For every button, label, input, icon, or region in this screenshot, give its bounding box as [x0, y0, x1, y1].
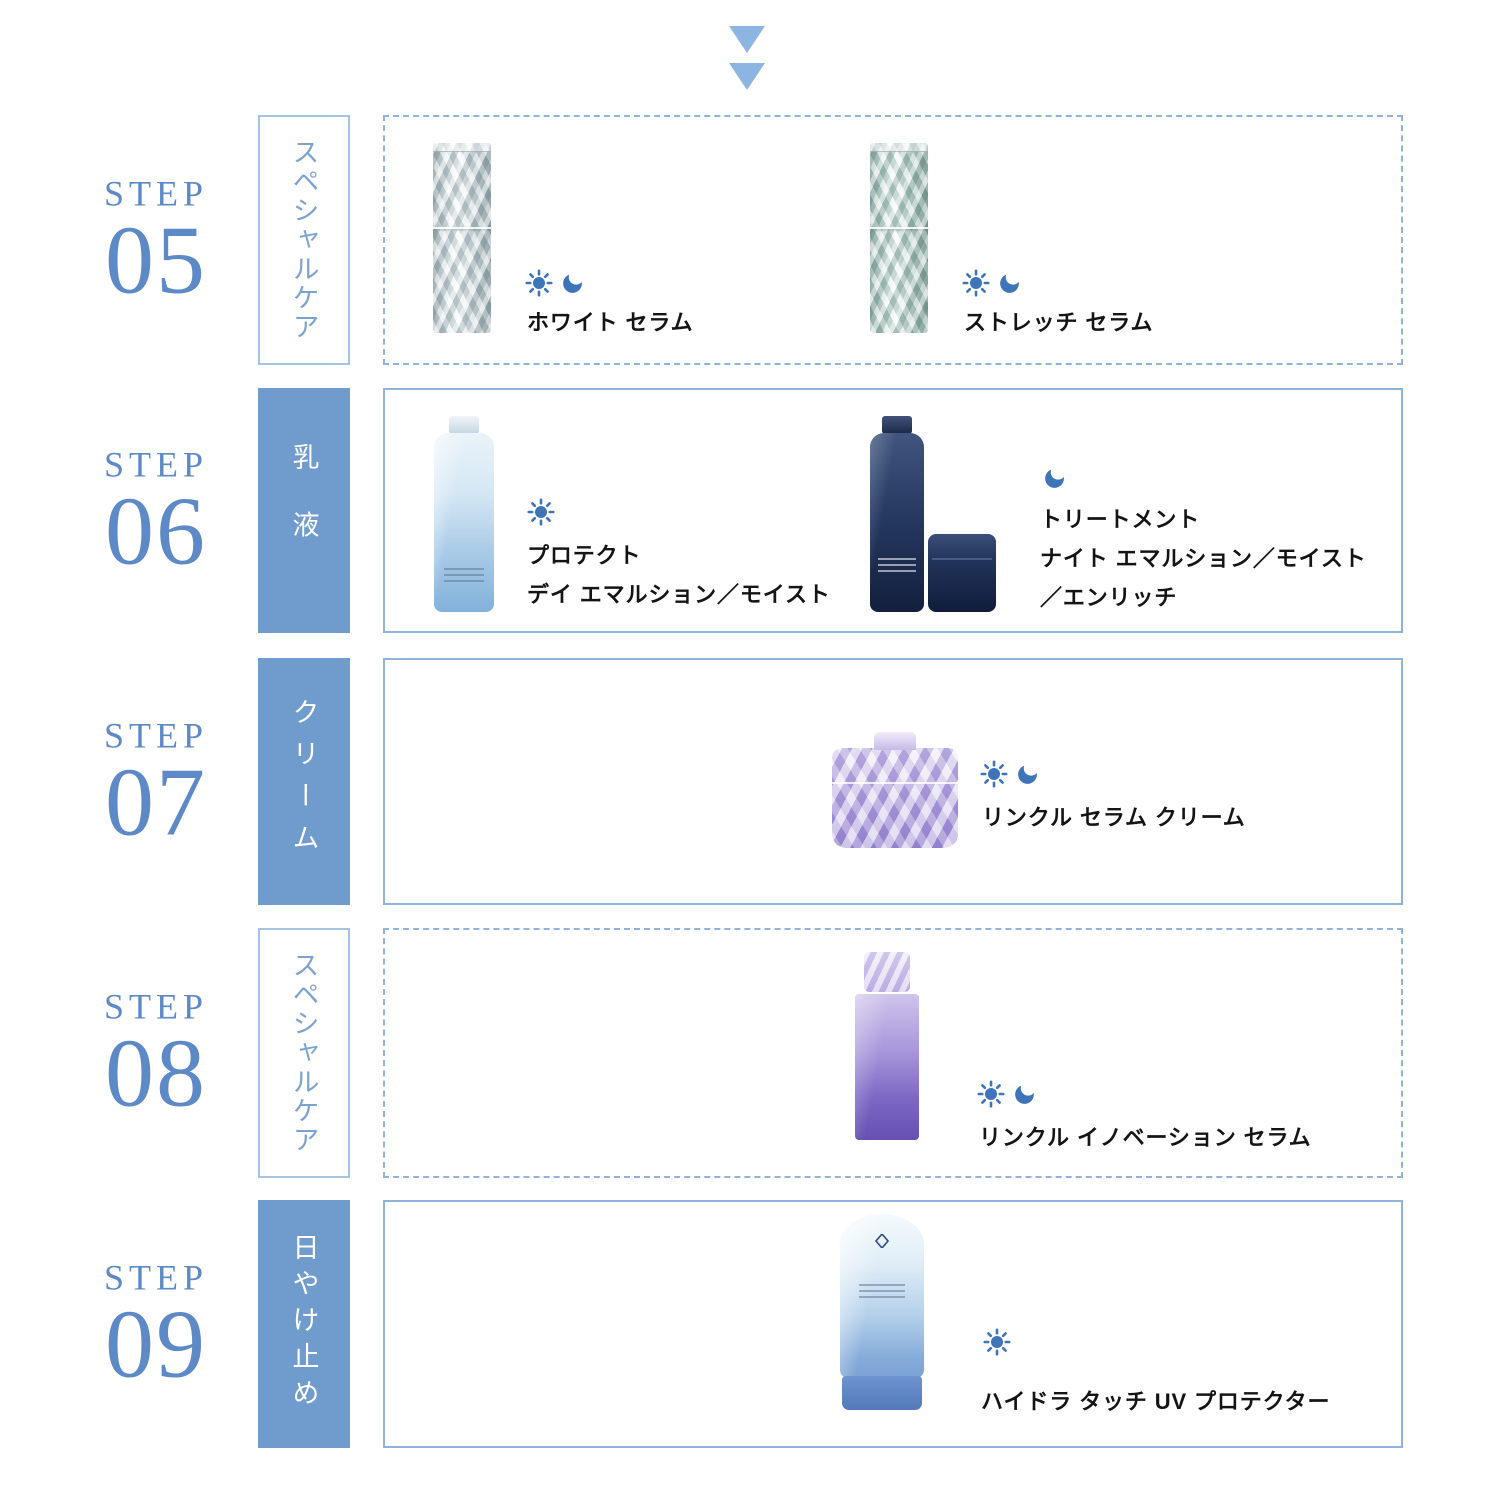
bottle-body [870, 433, 924, 612]
bottle-cap [449, 416, 479, 434]
step-number: 05 [105, 206, 207, 315]
product-image-white-serum [433, 143, 491, 333]
product-name-line: プロテクト [527, 543, 642, 568]
sun-icon [977, 1080, 1005, 1108]
continue-arrows [729, 26, 765, 90]
sun-icon [962, 269, 990, 297]
product-name-line: リンクル セラム クリーム [982, 805, 1246, 830]
product-image-wrinkle-cream [832, 748, 958, 848]
step-row-08: STEP 08 スペシャルケア リンクル イノベーション セラム [0, 928, 1500, 1178]
product-name: ストレッチ セラム [964, 303, 1153, 342]
product-image-stretch-serum [870, 143, 928, 333]
step-label: STEP 05 [82, 172, 230, 315]
usage-icons [1042, 466, 1067, 491]
bottle-body [434, 433, 494, 612]
sun-icon [527, 498, 555, 526]
product-name-line: トリートメント [1040, 507, 1201, 532]
product-name-line: ホワイト セラム [527, 310, 694, 335]
product-name: ハイドラ タッチ UV プロテクター [981, 1382, 1330, 1421]
step-row-05: STEP 05 スペシャルケア ホワイト セラム [0, 115, 1500, 365]
brand-logo-icon [872, 1232, 892, 1253]
step-label: STEP 06 [82, 443, 230, 585]
moon-icon [997, 271, 1022, 296]
product-name-line: ナイト エマルション／モイスト [1040, 546, 1367, 571]
down-triangle-icon [729, 26, 765, 53]
product-name-line: リンクル イノベーション セラム [979, 1125, 1312, 1150]
products-box: リンクル セラム クリーム [383, 658, 1403, 905]
product-name-line: ／エンリッチ [1040, 585, 1178, 610]
bottle-label-decoration [878, 558, 916, 572]
moon-icon [1015, 762, 1040, 787]
category-box-special-care: スペシャルケア [258, 115, 350, 365]
step-number: 09 [105, 1290, 207, 1399]
product-name: プロテクト デイ エマルション／モイスト [527, 536, 831, 614]
sun-icon [980, 760, 1008, 788]
step-number: 08 [105, 1019, 207, 1128]
category-label: スペシャルケア [288, 950, 319, 1156]
product-image-day-emulsion [434, 416, 494, 612]
step-row-06: STEP 06 乳液 プロテクト デイ エマルション／モイスト [0, 388, 1500, 633]
bottle-label-decoration [444, 568, 484, 584]
tube-label-decoration [859, 1284, 905, 1302]
product-image-uv-protector [840, 1214, 924, 1410]
products-box: ハイドラ タッチ UV プロテクター [383, 1200, 1403, 1448]
down-triangle-icon [729, 63, 765, 90]
product-image-night-cream-jar [928, 534, 996, 612]
product-image-wrinkle-serum [855, 952, 919, 1140]
usage-icons [980, 760, 1040, 788]
crystal-bottle-body [433, 143, 491, 333]
step-row-09: STEP 09 日やけ止め ハイドラ タッチ UV プロテクター [0, 1200, 1500, 1448]
step-word: STEP [103, 714, 209, 755]
product-name: トリートメント ナイト エマルション／モイスト ／エンリッチ [1040, 500, 1367, 617]
usage-icons [962, 269, 1022, 297]
category-label: クリーム [288, 697, 319, 866]
step-label: STEP 09 [82, 1256, 230, 1399]
tube-cap [842, 1376, 922, 1410]
step-number: 07 [105, 747, 207, 856]
usage-icons [983, 1328, 1011, 1356]
usage-icons [977, 1080, 1037, 1108]
tube-cap [864, 952, 910, 992]
product-name: リンクル イノベーション セラム [979, 1118, 1312, 1157]
product-name-line: ストレッチ セラム [964, 310, 1154, 335]
category-box-cream: クリーム [258, 658, 350, 905]
step-number: 06 [105, 476, 207, 585]
bottle-cap [882, 416, 912, 434]
step-word: STEP [103, 443, 209, 484]
sun-icon [525, 269, 553, 297]
sun-icon [983, 1328, 1011, 1356]
category-box-special-care: スペシャルケア [258, 928, 350, 1178]
category-box-sunscreen: 日やけ止め [258, 1200, 350, 1448]
moon-icon [560, 271, 585, 296]
product-name-line: ハイドラ タッチ UV プロテクター [981, 1389, 1331, 1414]
tube-body [855, 994, 919, 1140]
step-label: STEP 07 [82, 714, 230, 856]
product-name-line: デイ エマルション／モイスト [527, 582, 831, 607]
category-box-emulsion: 乳液 [258, 388, 350, 633]
category-label: スペシャルケア [288, 137, 319, 343]
products-box: リンクル イノベーション セラム [383, 928, 1403, 1178]
category-label: 乳液 [288, 443, 319, 578]
crystal-bottle-body [870, 143, 928, 333]
category-label: 日やけ止め [288, 1232, 319, 1416]
product-name: リンクル セラム クリーム [982, 798, 1246, 837]
product-name: ホワイト セラム [527, 303, 694, 342]
products-box: プロテクト デイ エマルション／モイスト トリートメント ナイト エマルション／… [383, 388, 1403, 633]
step-label: STEP 08 [82, 985, 230, 1128]
products-box: ホワイト セラム ストレッチ セラム [383, 115, 1403, 365]
step-row-07: STEP 07 クリーム リンクル セラム クリーム [0, 658, 1500, 905]
usage-icons [525, 269, 585, 297]
step-word: STEP [103, 986, 209, 1027]
step-word: STEP [103, 173, 209, 214]
moon-icon [1042, 466, 1067, 491]
moon-icon [1012, 1082, 1037, 1107]
step-word: STEP [103, 1257, 209, 1298]
usage-icons [527, 498, 555, 526]
product-image-night-emulsion [870, 416, 924, 612]
